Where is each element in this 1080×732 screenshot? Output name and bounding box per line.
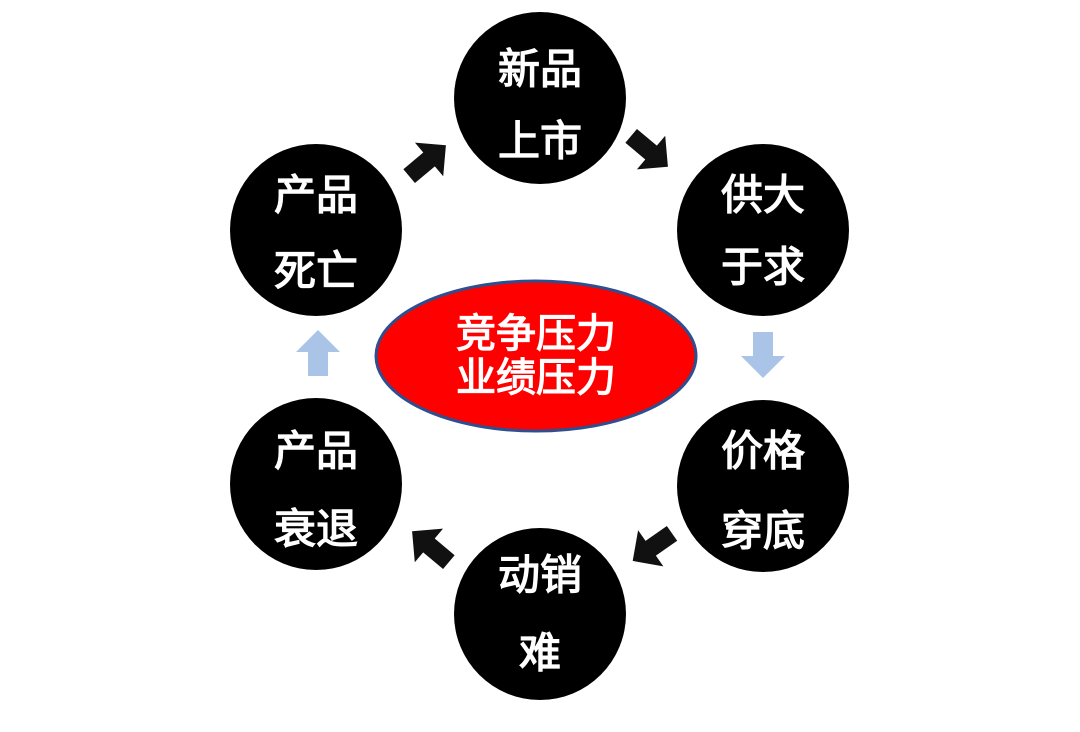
node-label-line2: 上市 bbox=[498, 117, 582, 166]
node-circle bbox=[454, 528, 626, 700]
center-ellipse bbox=[374, 279, 698, 433]
arrow-right-down-icon bbox=[625, 128, 668, 170]
node-label-line1: 新品 bbox=[498, 45, 582, 94]
node-oversupply: 供大 于求 bbox=[677, 144, 849, 316]
node-circle bbox=[454, 12, 626, 184]
center-label-line2: 业绩压力 bbox=[456, 355, 616, 401]
node-label-line2: 死亡 bbox=[274, 247, 358, 296]
node-circle bbox=[230, 398, 402, 570]
node-slow-sales: 动销 难 bbox=[454, 528, 626, 700]
node-product-death: 产品 死亡 bbox=[230, 144, 402, 316]
node-price-collapse: 价格 穿底 bbox=[677, 400, 849, 572]
node-circle bbox=[230, 144, 402, 316]
arrow-right-up-icon bbox=[403, 142, 446, 184]
node-new-product-launch: 新品 上市 bbox=[454, 12, 626, 184]
node-label-line1: 价格 bbox=[721, 427, 806, 476]
node-label-line2: 衰退 bbox=[274, 505, 358, 554]
node-label-line1: 产品 bbox=[274, 171, 358, 220]
node-label-line1: 动销 bbox=[498, 551, 582, 600]
center-label-line1: 竞争压力 bbox=[456, 311, 616, 357]
center-pressure-node: 竞争压力 业绩压力 bbox=[374, 279, 698, 433]
arrow-down-icon bbox=[741, 332, 785, 378]
node-product-decline: 产品 衰退 bbox=[230, 398, 402, 570]
arrow-up-icon bbox=[296, 330, 340, 376]
node-label-line2: 难 bbox=[519, 629, 561, 678]
node-circle bbox=[677, 400, 849, 572]
node-label-line2: 于求 bbox=[721, 243, 805, 292]
node-label-line2: 穿底 bbox=[721, 507, 805, 556]
node-circle bbox=[677, 144, 849, 316]
arrow-left-up-icon bbox=[412, 528, 455, 570]
arrow-left-down-icon bbox=[632, 526, 678, 567]
node-label-line1: 产品 bbox=[274, 427, 358, 476]
node-label-line1: 供大 bbox=[721, 171, 805, 220]
